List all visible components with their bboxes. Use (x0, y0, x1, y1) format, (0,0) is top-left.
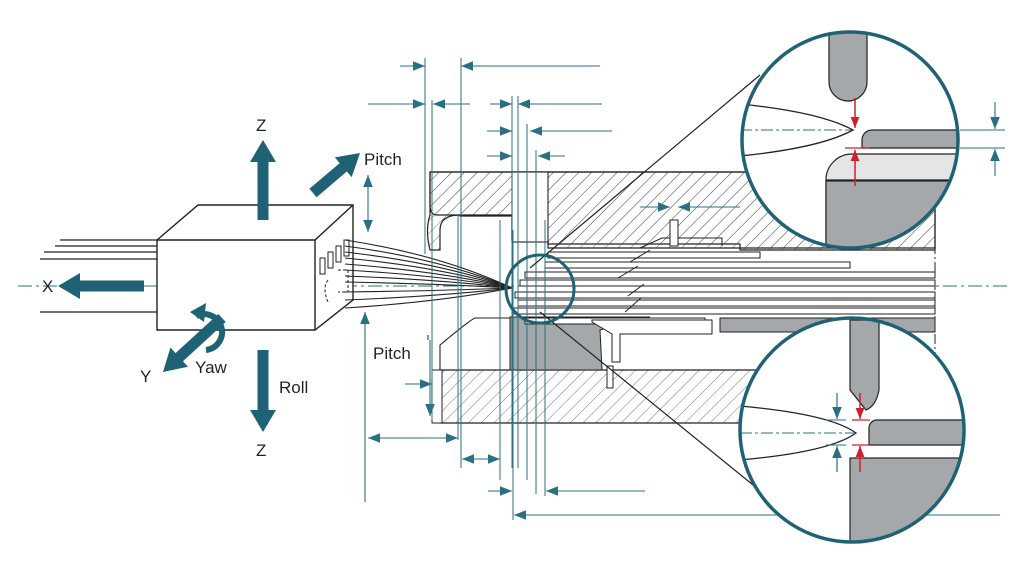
stepped-leaf (511, 307, 936, 315)
guide-slot (511, 171, 549, 243)
yaw-arrowhead (190, 303, 206, 322)
connector-block (40, 204, 354, 331)
pin-slot (343, 239, 350, 257)
lower-die-lip (825, 153, 958, 248)
detail-callout-circle (504, 253, 576, 325)
label-z-bottom: Z (256, 441, 267, 460)
lead-wire (344, 239, 513, 289)
lead-wire (344, 287, 513, 293)
lead-wire (344, 251, 513, 289)
label-z-top: Z (256, 116, 267, 135)
pin-slot (335, 245, 342, 263)
label-yaw: Yaw (195, 358, 227, 377)
magnifier-line (539, 311, 791, 516)
lead-tip-profile (742, 103, 855, 157)
label-y: Y (140, 367, 152, 386)
leaf-steps (617, 237, 723, 313)
lead-wire (344, 287, 513, 309)
label-pitch-dimension: Pitch (373, 344, 411, 363)
stepped-leaf (524, 271, 936, 279)
label-x: X (42, 277, 54, 296)
lead-tip-profile (740, 405, 858, 461)
z-down-arrow (250, 350, 276, 432)
punch-tip (828, 32, 868, 102)
label-roll: Roll (279, 378, 309, 397)
lead-wire (344, 257, 513, 289)
stepped-leaf (547, 251, 761, 259)
detail-frame-bottom (738, 316, 966, 544)
upper-pin (669, 219, 679, 247)
x-arrow (58, 273, 144, 299)
magnifier-line (529, 74, 761, 269)
hidden-feature (324, 269, 349, 303)
pin-slot (319, 257, 326, 275)
probe-arm (591, 319, 713, 363)
lead-wire (344, 245, 513, 289)
punch-tip (849, 319, 880, 411)
lower-die-body (849, 457, 964, 542)
lead-wire (344, 263, 513, 289)
detail-frame-top (740, 30, 960, 250)
pin-slot (327, 251, 334, 269)
detail-view-top (742, 32, 958, 248)
lead-wire (344, 275, 513, 289)
label-pitch-arrow: Pitch (364, 150, 402, 169)
y-arrow (163, 313, 226, 372)
stepped-leaf (519, 279, 936, 287)
lead-wire (344, 287, 513, 301)
wire-bundle (344, 239, 513, 309)
probe-pin (606, 365, 614, 389)
stepped-leaf (544, 261, 851, 269)
upper-die-edge (861, 129, 958, 149)
z-up-arrow (250, 140, 276, 220)
upper-die-edge (868, 419, 964, 446)
lead-wire (344, 269, 513, 289)
lower-plate-edge (431, 369, 443, 424)
stepped-leaf (514, 291, 936, 299)
pitch-arrow (309, 153, 360, 198)
lead-wire (344, 281, 513, 289)
stepped-leaf (517, 299, 936, 307)
cavity-outline (439, 317, 510, 370)
